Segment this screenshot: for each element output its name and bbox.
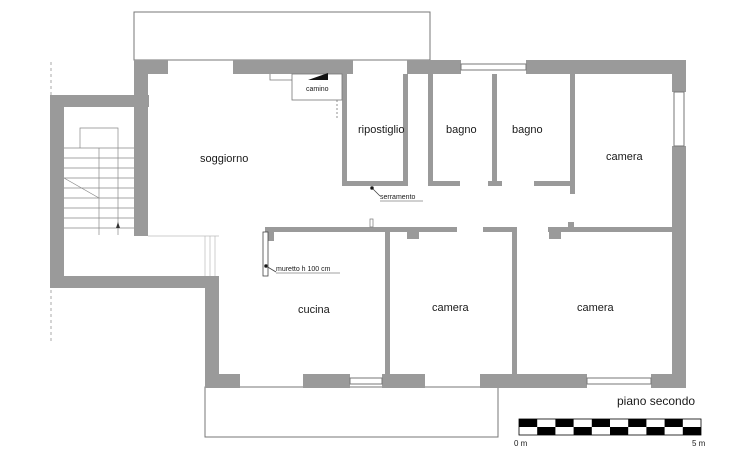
scale-bar-segment — [628, 419, 647, 427]
part-camera-se-stub — [549, 227, 561, 239]
part-ripostiglio-west — [342, 74, 347, 186]
camino-hood — [269, 74, 292, 81]
part-camera-mid-stub — [407, 227, 419, 239]
part-bagno2-west — [492, 74, 497, 186]
part-camera-ne-west — [570, 74, 575, 194]
serramento-dot — [370, 186, 374, 190]
scale-bar-segment — [519, 419, 538, 427]
scale-start-label: 0 m — [514, 439, 528, 448]
part-camera-se-north-a — [483, 227, 515, 232]
annotation-muretto: muretto h 100 cm — [276, 266, 331, 273]
window-east — [673, 91, 685, 147]
part-kitchen-north — [265, 227, 390, 232]
room-label-soggiorno: soggiorno — [200, 153, 248, 165]
scale-bar-segment — [610, 427, 629, 435]
scale-bar-segment — [646, 427, 665, 435]
room-label-camera-ne: camera — [606, 151, 644, 163]
wall-south-a — [205, 374, 240, 388]
scale-bar-segment — [664, 419, 683, 427]
part-camera-se-north-b — [548, 227, 672, 232]
wall-east-upper — [672, 60, 686, 92]
window-south-a — [349, 377, 383, 385]
muretto-dot — [264, 264, 268, 268]
landing-lines — [148, 235, 219, 276]
walls — [134, 60, 686, 388]
plan-title: piano secondo — [617, 394, 695, 408]
wall-north-c — [407, 60, 461, 74]
part-bagno1-west — [428, 74, 433, 186]
wall-south-c — [382, 374, 425, 388]
camino-icon — [308, 73, 328, 80]
room-label-camera-mid: camera — [432, 302, 470, 314]
part-bagno2-south-a — [488, 181, 502, 186]
wall-north-d — [526, 60, 686, 74]
room-label-bagno-2: bagno — [512, 124, 543, 136]
partitions — [265, 74, 672, 374]
window-south-b — [586, 377, 652, 385]
wall-west-upper — [134, 60, 148, 228]
stair-wall-north — [50, 95, 149, 107]
stair-wall-south — [50, 276, 149, 288]
muretto-leader — [265, 265, 277, 273]
north-balcony — [133, 11, 431, 61]
fireplace — [269, 73, 343, 120]
part-bagno2-south-b — [534, 181, 572, 186]
wall-step — [134, 228, 148, 236]
part-kitchen-stub — [266, 227, 274, 241]
scale-bar-segment — [591, 419, 610, 427]
part-ne-small — [568, 222, 574, 228]
hall-marker — [369, 218, 374, 228]
stair-steps — [63, 127, 136, 235]
scale-bar-segment — [573, 427, 592, 435]
part-camera-se-west — [512, 227, 517, 374]
wall-stair-join — [148, 276, 219, 288]
room-label-camera-se: camera — [577, 302, 615, 314]
scale-bar-segment — [682, 427, 701, 435]
wall-east-lower — [672, 146, 686, 387]
stairwell — [50, 95, 149, 288]
scale-bar-segment — [537, 427, 556, 435]
wall-north-b — [233, 60, 353, 74]
muretto-detail — [262, 186, 381, 277]
part-bagno1-south — [428, 181, 460, 186]
part-kitchen-east — [385, 227, 390, 374]
wall-south-d — [480, 374, 587, 388]
wall-south-e — [651, 374, 686, 388]
muretto-wall — [262, 231, 269, 277]
annotation-camino: camino — [306, 86, 329, 93]
stair-wall-west — [50, 95, 64, 288]
part-camera-mid-north — [385, 227, 457, 232]
part-ripostiglio-south — [342, 181, 407, 186]
scale-bar-segment — [555, 419, 574, 427]
room-label-bagno-1: bagno — [446, 124, 477, 136]
camino-box — [291, 73, 343, 101]
annotation-serramento: serramento — [380, 194, 416, 201]
room-label-ripostiglio: ripostiglio — [358, 124, 404, 136]
scale-bar — [518, 418, 702, 436]
room-label-cucina: cucina — [298, 304, 331, 316]
wall-west-lower — [205, 276, 219, 387]
stair-arrow-icon — [116, 222, 120, 228]
window-north — [460, 63, 527, 71]
part-ripostiglio-east — [403, 74, 408, 186]
south-balcony — [204, 386, 499, 438]
scale-end-label: 5 m — [692, 439, 706, 448]
wall-south-b — [303, 374, 350, 388]
